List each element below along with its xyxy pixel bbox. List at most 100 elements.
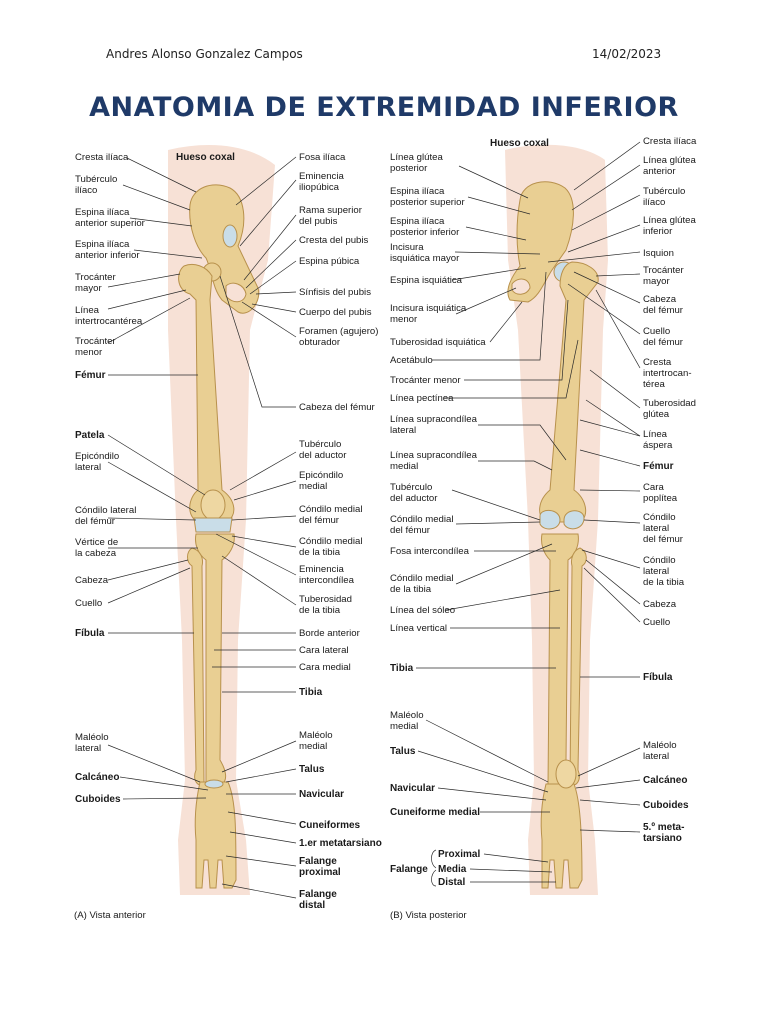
hueso-coxal-anterior: Hueso coxal	[176, 152, 235, 163]
hueso-coxal-posterior: Hueso coxal	[490, 138, 549, 149]
caption-view-b: (B) Vista posterior	[390, 910, 467, 921]
page-title: ANATOMIA DE EXTREMIDAD INFERIOR	[89, 92, 679, 123]
label-a-foramen: Foramen (agujero)obturador	[299, 326, 378, 348]
label-b-isquion: Isquion	[643, 248, 674, 259]
fibula-anterior	[187, 547, 205, 786]
label-b-femur: Fémur	[643, 461, 674, 472]
foot-posterior	[540, 783, 583, 889]
label-a-calcaneo: Calcáneo	[75, 772, 119, 783]
label-b-acetabulo: Acetábulo	[390, 355, 433, 366]
label-b-navicular: Navicular	[390, 783, 435, 794]
label-b-tuberosidad-isq: Tuberosidad isquiática	[390, 337, 486, 348]
obturator-foramen-posterior	[511, 278, 531, 295]
caption-view-a: (A) Vista anterior	[74, 910, 147, 921]
label-a-cabeza: Cabeza	[75, 575, 109, 586]
label-a-cuerpo-pubis: Cuerpo del pubis	[299, 307, 372, 318]
label-b-espina-isquiatica: Espina isquiática	[390, 275, 463, 286]
label-a-metatarsiano: 1.er metatarsiano	[299, 838, 382, 849]
knee-cartilage-anterior	[193, 517, 233, 533]
label-a-fibula: Fíbula	[75, 628, 105, 639]
falange-group-label: Falange	[390, 864, 428, 875]
label-a-patela: Patela	[75, 430, 105, 441]
knee-cartilage-posterior	[539, 510, 585, 530]
calcaneus-posterior	[555, 759, 577, 789]
label-a-navicular: Navicular	[299, 789, 344, 800]
foot-anterior	[194, 781, 237, 889]
label-a-borde-anterior: Borde anterior	[299, 628, 361, 639]
leader-lines	[107, 141, 641, 899]
obturator-foramen-anterior	[225, 282, 247, 303]
label-a-tibia: Tibia	[299, 687, 323, 698]
document-date: 14/02/2023	[592, 47, 662, 61]
label-b-trocanter-menor: Trocánter menor	[390, 375, 461, 386]
bones-anterior	[178, 184, 260, 889]
label-b-cuello: Cuello	[643, 617, 670, 628]
label-a-cuneiformes: Cuneiformes	[299, 820, 361, 831]
label-b-linea-pectinea: Línea pectínea	[390, 393, 454, 404]
label-a-talus: Talus	[299, 764, 325, 775]
label-a-cuello: Cuello	[75, 598, 102, 609]
label-b-talus: Talus	[390, 746, 416, 757]
label-a-femur: Fémur	[75, 370, 106, 381]
talus-cartilage-anterior	[204, 779, 224, 789]
label-a-cresta-iliaca: Cresta ilíaca	[75, 152, 129, 163]
label-b-cabeza: Cabeza	[643, 599, 677, 610]
acetabulum-cartilage-anterior	[222, 224, 238, 248]
label-a-cresta-pubis: Cresta del pubis	[299, 235, 369, 246]
label-b-proximal: Proximal	[438, 849, 480, 860]
label-b-distal: Distal	[438, 877, 465, 888]
label-a-fosa-iliaca: Fosa ilíaca	[299, 152, 346, 163]
label-b-cuboides: Cuboides	[643, 800, 689, 811]
hip-bone-posterior	[507, 181, 574, 303]
label-b-linea-vertical: Línea vertical	[390, 623, 447, 634]
label-b-metatarsiano5: 5.º meta-tarsiano	[643, 822, 684, 844]
label-a-cara-medial: Cara medial	[299, 662, 351, 673]
label-b-calcaneo: Calcáneo	[643, 775, 687, 786]
label-a-cuboides: Cuboides	[75, 794, 121, 805]
label-b-tibia: Tibia	[390, 663, 414, 674]
label-a-cara-lateral: Cara lateral	[299, 645, 349, 656]
label-b-media: Media	[438, 864, 467, 875]
label-a-espina-pubica: Espina púbica	[299, 256, 360, 267]
